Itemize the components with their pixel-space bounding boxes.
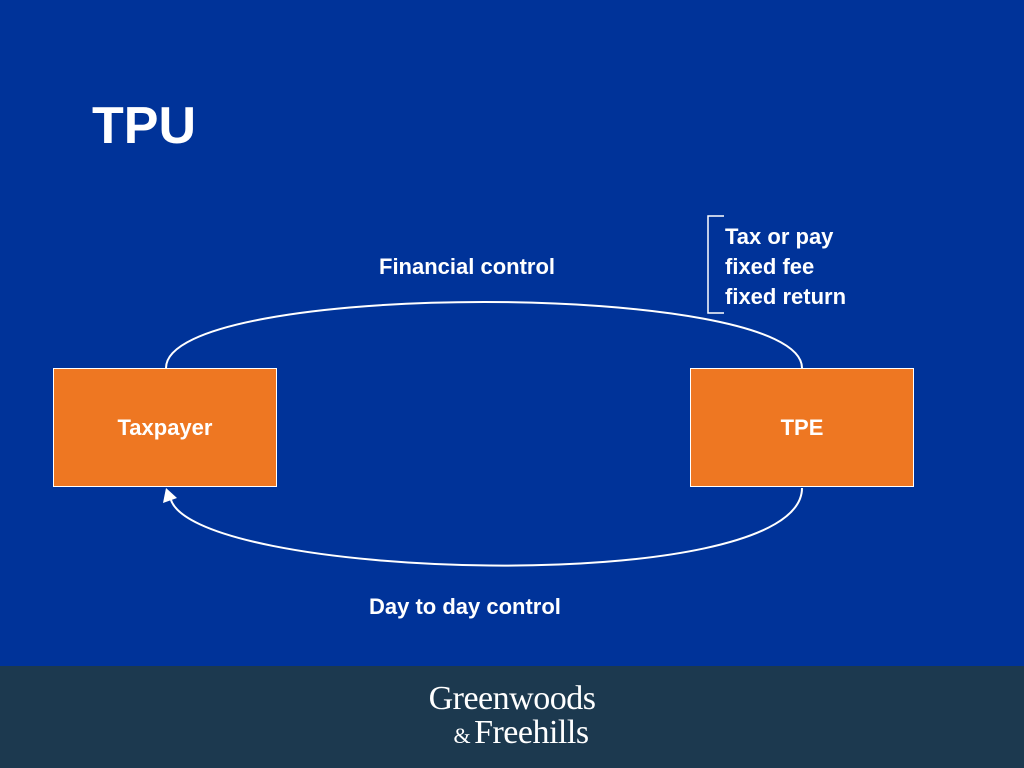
financial-control-label: Financial control	[379, 254, 556, 279]
payment-options-note: Tax or pay fixed fee fixed return	[725, 222, 846, 312]
taxpayer-label: Taxpayer	[117, 414, 213, 440]
slide: TPU Financial control Day to day control…	[53, 97, 914, 619]
greenwoods-freehills-logo: Greenwoods &Freehills	[0, 666, 1024, 768]
taxpayer-node: Taxpayer	[53, 368, 277, 487]
financial-control-arc	[165, 301, 803, 369]
logo-ampersand: &	[453, 722, 471, 748]
note-line: fixed return	[725, 284, 847, 309]
note-bracket	[707, 215, 724, 314]
day-to-day-control-arc	[169, 487, 803, 567]
logo-freehills: Freehills	[474, 713, 589, 751]
day-to-day-control-label: Day to day control	[369, 594, 561, 619]
arrowhead-to-taxpayer	[163, 488, 177, 503]
logo-line-2: &Freehills	[453, 713, 589, 753]
logo-line-1: Greenwoods	[428, 679, 596, 717]
note-line: Tax or pay	[725, 224, 834, 249]
footer-bar: Greenwoods &Freehills	[0, 666, 1024, 768]
slide-title: TPU	[92, 97, 196, 155]
tpe-node: TPE	[690, 368, 914, 487]
tpe-label: TPE	[780, 414, 824, 440]
note-line: fixed fee	[725, 254, 815, 279]
diagram-connectors	[163, 215, 803, 567]
